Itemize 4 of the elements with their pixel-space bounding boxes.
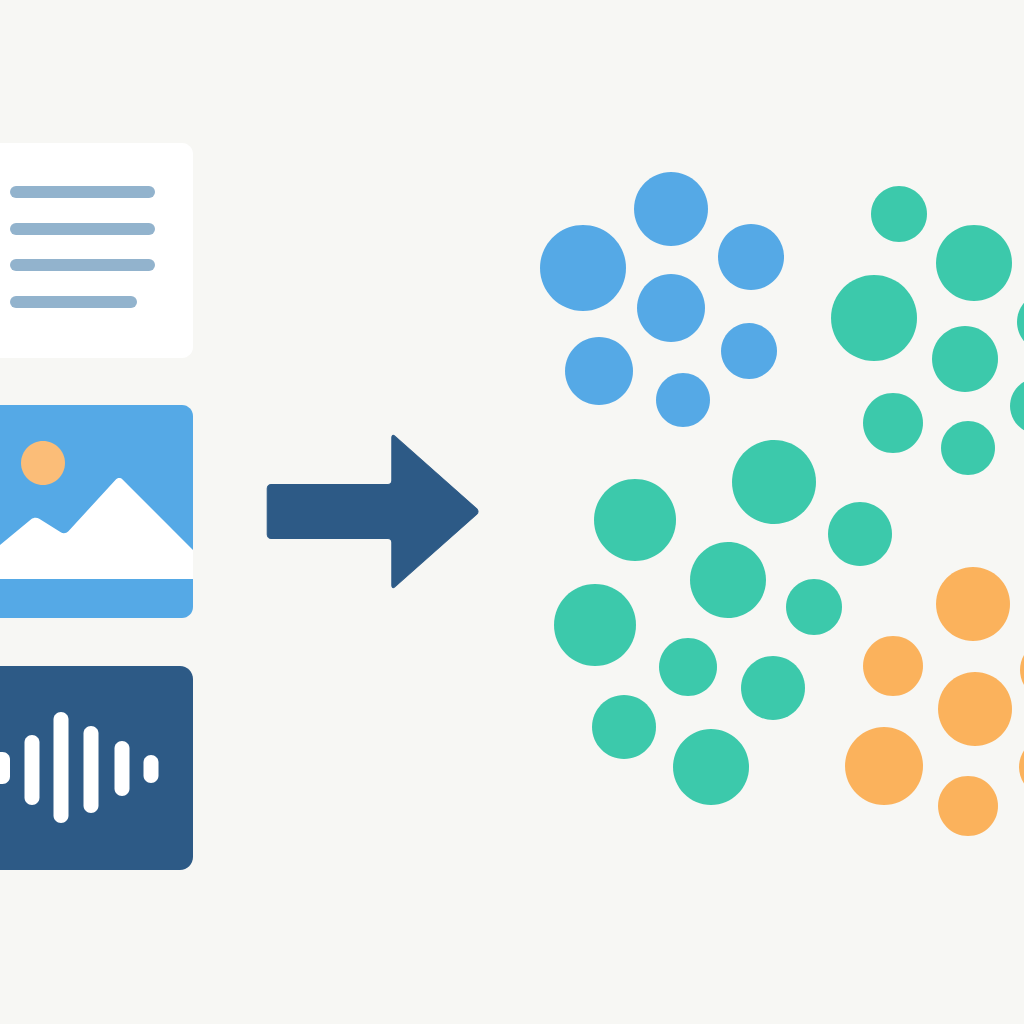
image-icon [0, 405, 193, 618]
arrow [266, 434, 479, 589]
document-icon [0, 143, 193, 358]
waveform-icon [0, 666, 193, 870]
